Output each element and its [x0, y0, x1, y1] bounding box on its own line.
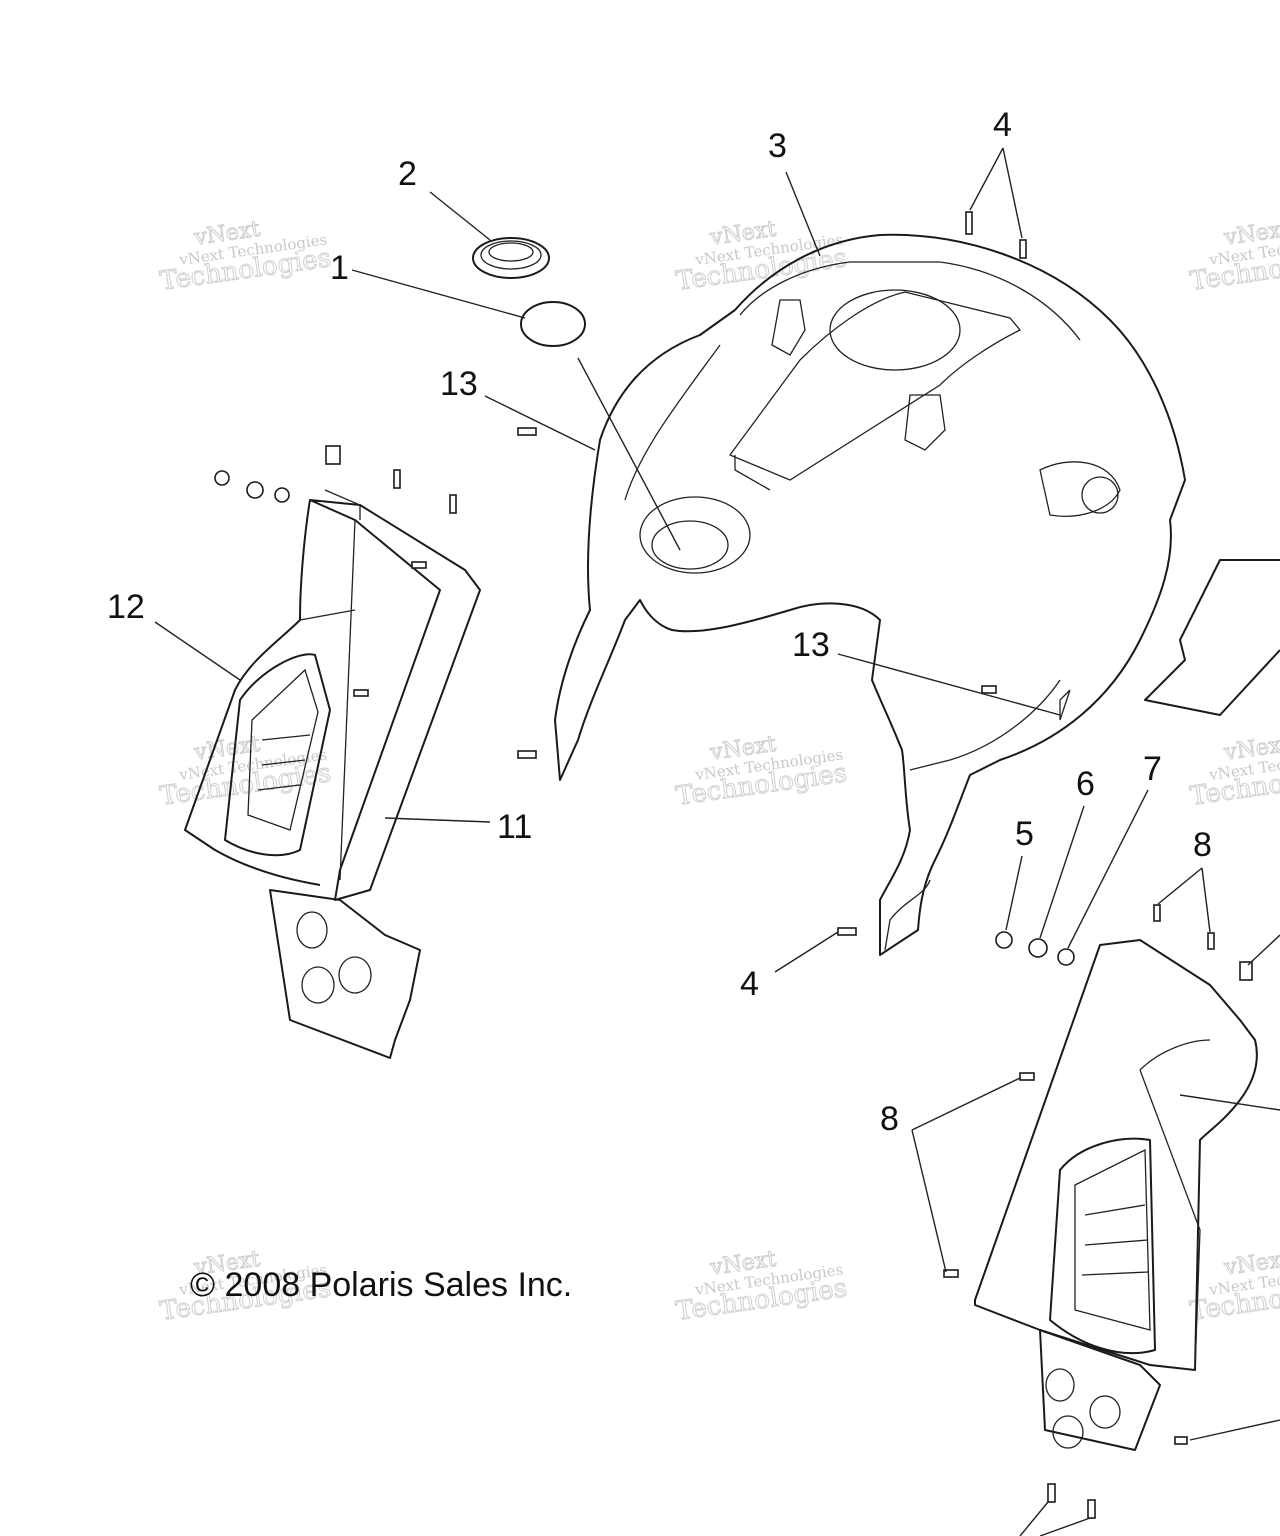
rivet: [1047, 1483, 1056, 1503]
callout-5: 5: [1015, 815, 1034, 853]
hardware: [214, 211, 1253, 1519]
hood-part: [554, 233, 1186, 956]
callout-2: 2: [398, 155, 417, 193]
right-bracket-part: [1039, 1329, 1161, 1451]
bolt-head: [214, 470, 230, 486]
nut: [1057, 948, 1075, 966]
rivet: [325, 445, 341, 465]
callout-8-bottom: 8: [880, 1100, 899, 1138]
screw: [517, 750, 537, 759]
screw: [837, 927, 857, 936]
right-edge-part: [1144, 559, 1280, 716]
rivet: [965, 211, 973, 235]
rivet: [1019, 239, 1027, 259]
watermarks: vNext vNext Technologies Technologies vN…: [158, 216, 1280, 1327]
callout-13-top: 13: [440, 365, 478, 403]
rivet: [1207, 932, 1215, 950]
rivet: [1087, 1499, 1096, 1519]
callout-13-right: 13: [792, 626, 830, 664]
rivet: [393, 469, 401, 489]
washer: [246, 481, 264, 499]
callout-11: 11: [497, 808, 532, 846]
left-side-panel-part: [184, 489, 481, 901]
callout-8-top: 8: [1193, 826, 1212, 864]
o-ring-part: [520, 301, 586, 347]
watermark: vNext vNext Technologies Technologies: [674, 1246, 850, 1327]
rivet: [1239, 961, 1253, 981]
callout-4-top: 4: [993, 106, 1012, 144]
screw: [943, 1269, 959, 1278]
watermark: vNext vNext Technologies Technologies: [674, 216, 850, 297]
watermark: vNext vNext Technologies Technologies: [1188, 216, 1280, 297]
right-vent-part: [1049, 1137, 1156, 1355]
screw: [517, 427, 537, 436]
screw: [981, 685, 997, 694]
screw: [1019, 1072, 1035, 1081]
screw: [1174, 1436, 1188, 1445]
callout-4-bottom: 4: [740, 965, 759, 1003]
nut: [274, 487, 290, 503]
callout-6: 6: [1076, 765, 1095, 803]
callout-1: 1: [330, 249, 349, 287]
washer: [1028, 938, 1048, 958]
watermark: vNext vNext Technologies Technologies: [1188, 731, 1280, 812]
callout-7: 7: [1143, 750, 1162, 788]
rivet: [449, 494, 457, 514]
callout-3: 3: [768, 127, 787, 165]
screw: [411, 561, 427, 569]
screw: [353, 689, 369, 697]
callout-12: 12: [107, 588, 145, 626]
watermark: vNext vNext Technologies Technologies: [674, 731, 850, 812]
left-bracket-part: [269, 889, 421, 1059]
right-side-panel-part: [974, 939, 1258, 1371]
rivet: [1153, 904, 1161, 922]
gas-cap-part: [472, 237, 550, 279]
copyright-text: © 2008 Polaris Sales Inc.: [190, 1266, 572, 1304]
bolt-head: [995, 931, 1013, 949]
watermark: vNext vNext Technologies Technologies: [158, 216, 334, 297]
leader-lines: [154, 147, 1280, 1536]
callouts: 1 2 3 4 13 13 12 11 4 5 6 7 8 8: [107, 106, 1212, 1138]
left-vent-part: [224, 653, 331, 857]
